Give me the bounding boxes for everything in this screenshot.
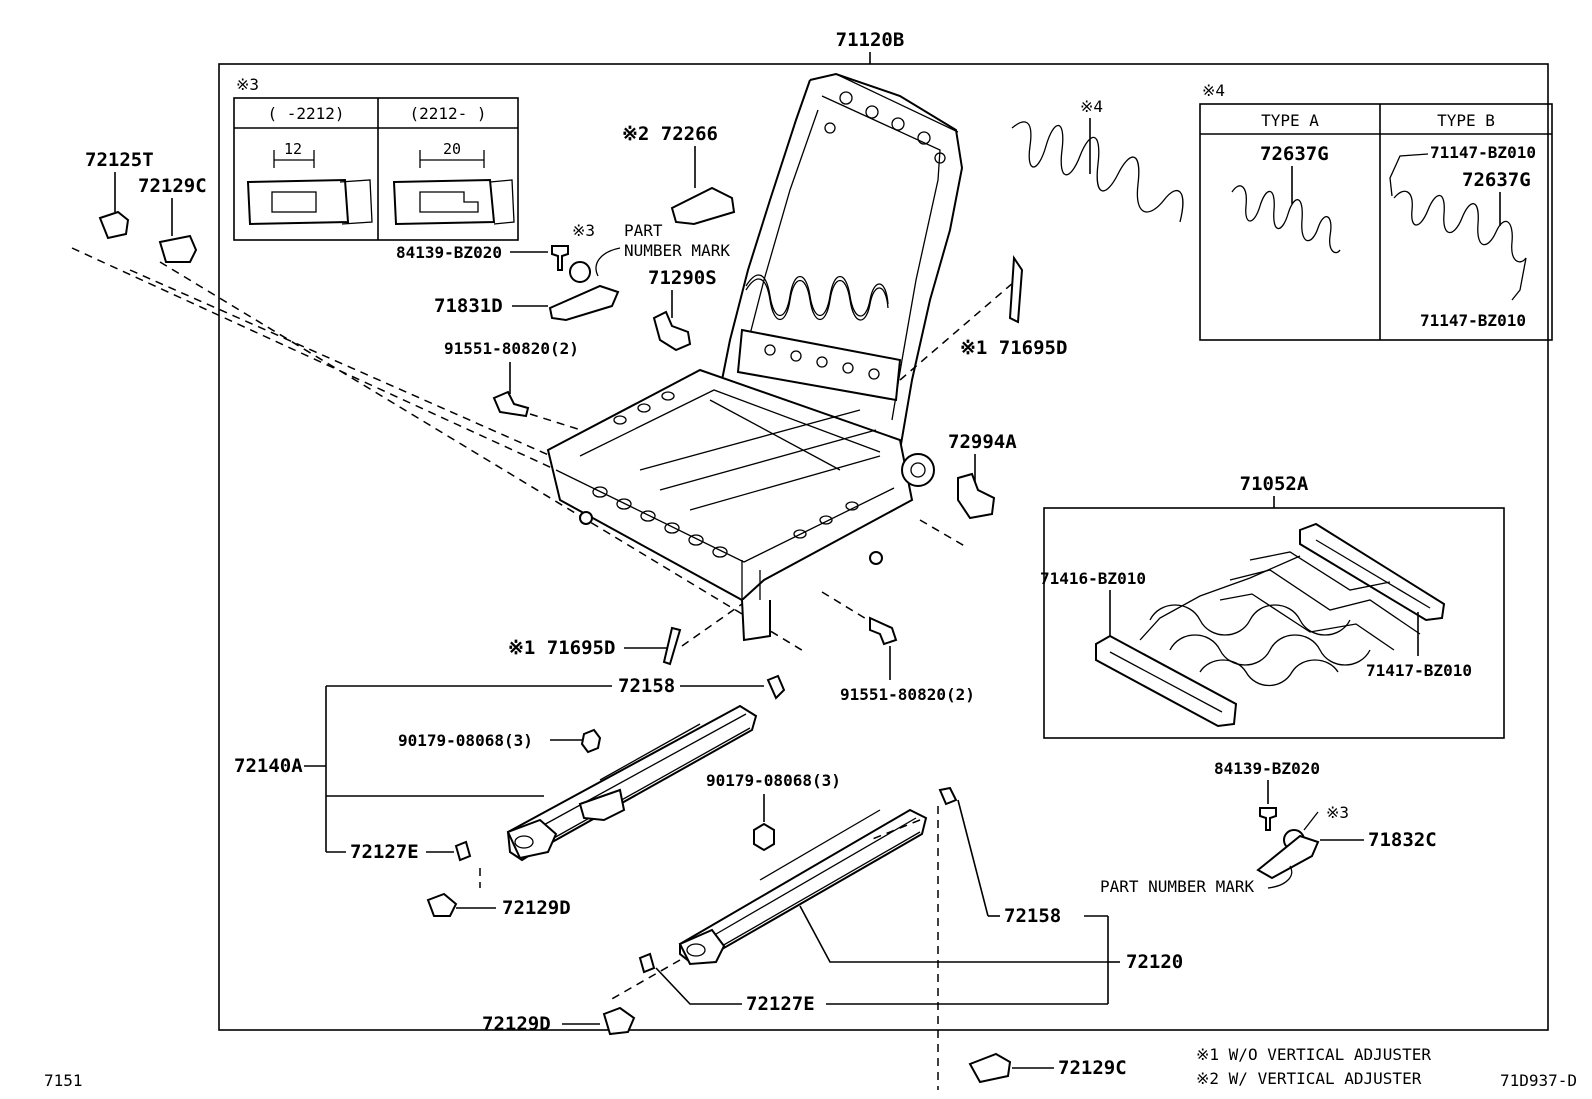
part-72125T-clip: [98, 210, 130, 240]
part-71831D-bracket: [548, 284, 620, 322]
part-72266-cover: [670, 186, 736, 226]
label-72127E-lower: 72127E: [746, 993, 815, 1015]
inset-spring-types: ※4 TYPE A TYPE B 72637G 71147-BZ010 7263…: [1199, 81, 1553, 341]
part-71832C-bracket: [1256, 834, 1320, 880]
part-71417-rear-bar: [1299, 522, 1446, 622]
part-72129C-cap-bottom: [968, 1052, 1012, 1084]
mark3-top: ※3: [572, 221, 595, 240]
part-84139-screw-top: [551, 245, 569, 271]
inset4-type-b-part: 72637G: [1462, 169, 1531, 191]
part-72129D-cap-left: [426, 892, 458, 917]
part-72994A-cover: [957, 472, 996, 520]
part-mark-top-line2: NUMBER MARK: [624, 241, 730, 260]
type-a-spring: [1231, 185, 1341, 254]
part-71416-front-bar: [1095, 634, 1238, 728]
part-72127E-pin-lower: [638, 952, 656, 974]
inset-71052A-left-part: 71416-BZ010: [1040, 569, 1146, 588]
footer-left-code: 7151: [44, 1071, 83, 1090]
part-72140A-seat-track: [506, 704, 758, 862]
label-72120: 72120: [1126, 951, 1183, 973]
label-72140A: 72140A: [234, 755, 303, 777]
label-71290S: 71290S: [648, 267, 717, 289]
label-72127E-left: 72127E: [350, 841, 419, 863]
inset3-dim-right: 20: [443, 140, 461, 158]
label-71695D-lower: ※1 71695D: [508, 637, 615, 659]
label-71695D-right: ※1 71695D: [960, 337, 1067, 359]
label-90179-left: 90179-08068(3): [398, 731, 533, 750]
part-71695D-wire-lower: [662, 626, 682, 666]
inset-part-mark-versions: ※3 ( -2212) (2212- ) 12 20: [233, 75, 519, 241]
part-72637G-spring-main: [1011, 121, 1184, 223]
note-2: ※2 W/ VERTICAL ADJUSTER: [1196, 1069, 1422, 1088]
label-72129C-top: 72129C: [138, 175, 207, 197]
label-72129D-lower: 72129D: [482, 1013, 551, 1035]
label-84139-right: 84139-BZ020: [1214, 759, 1320, 778]
inset4-type-b-bottom: 71147-BZ010: [1420, 311, 1526, 330]
part-number-mark-circle-top: [569, 261, 591, 283]
inset3-marker: ※3: [236, 75, 259, 94]
inset4-type-a-part: 72637G: [1260, 143, 1329, 165]
part-71695D-wire-right: [1008, 254, 1024, 324]
note-1: ※1 W/O VERTICAL ADJUSTER: [1196, 1045, 1431, 1064]
inset4-type-b-top: 71147-BZ010: [1430, 143, 1536, 162]
spring-marker: ※4: [1080, 97, 1103, 116]
inset4-type-a: TYPE A: [1261, 111, 1319, 130]
part-mark-top-line1: PART: [624, 221, 663, 240]
inset3-col-right: (2212- ): [409, 104, 486, 123]
label-71831D: 71831D: [434, 295, 503, 317]
label-72158-right: 72158: [1004, 905, 1061, 927]
label-72266: ※2 72266: [622, 123, 718, 145]
type-b-spring: [1393, 190, 1527, 263]
part-72158-cap-right: [938, 786, 958, 806]
part-72129D-cap-lower: [602, 1006, 636, 1036]
inset-71052A-right-part: 71417-BZ010: [1366, 661, 1472, 680]
assembly-label: 71120B: [836, 29, 905, 51]
label-72129C-bottom: 72129C: [1058, 1057, 1127, 1079]
label-91551-top: 91551-80820(2): [444, 339, 579, 358]
label-71832C: 71832C: [1368, 829, 1437, 851]
part-91551-bolt-top: [492, 390, 530, 418]
label-91551-lower: 91551-80820(2): [840, 685, 975, 704]
part-71290S-cover: [652, 310, 692, 352]
label-72125T: 72125T: [85, 149, 154, 171]
inset3-col-left: ( -2212): [267, 104, 344, 123]
part-90179-nut-mid: [753, 822, 775, 852]
label-90179-mid: 90179-08068(3): [706, 771, 841, 790]
inset3-dim-left: 12: [284, 140, 302, 158]
part-72129C-cap-top: [158, 234, 198, 263]
label-72158-top: 72158: [618, 675, 675, 697]
footer-right-code: 71D937-D: [1500, 1071, 1577, 1090]
mark3-right: ※3: [1326, 803, 1349, 822]
part-72120-seat-track: [678, 808, 928, 966]
part-mark-right: PART NUMBER MARK: [1100, 877, 1254, 896]
seat-frame-assembly: [546, 72, 964, 642]
label-72129D-left: 72129D: [502, 897, 571, 919]
inset-71052A: 71052A 71416-BZ010 71417-BZ010: [1040, 473, 1505, 739]
part-84139-screw-right: [1259, 807, 1277, 831]
part-72127E-pin-left: [454, 840, 472, 862]
inset-71052A-title: 71052A: [1240, 473, 1309, 495]
part-91551-bolt-lower: [869, 616, 898, 646]
part-90179-nut-left: [580, 728, 602, 754]
part-72158-cap-top: [766, 674, 786, 700]
inset4-type-b: TYPE B: [1437, 111, 1495, 130]
main-assembly-frame: [218, 63, 1549, 1031]
inset4-marker: ※4: [1202, 81, 1225, 100]
label-84139-top: 84139-BZ020: [396, 243, 502, 262]
label-72994A: 72994A: [948, 431, 1017, 453]
